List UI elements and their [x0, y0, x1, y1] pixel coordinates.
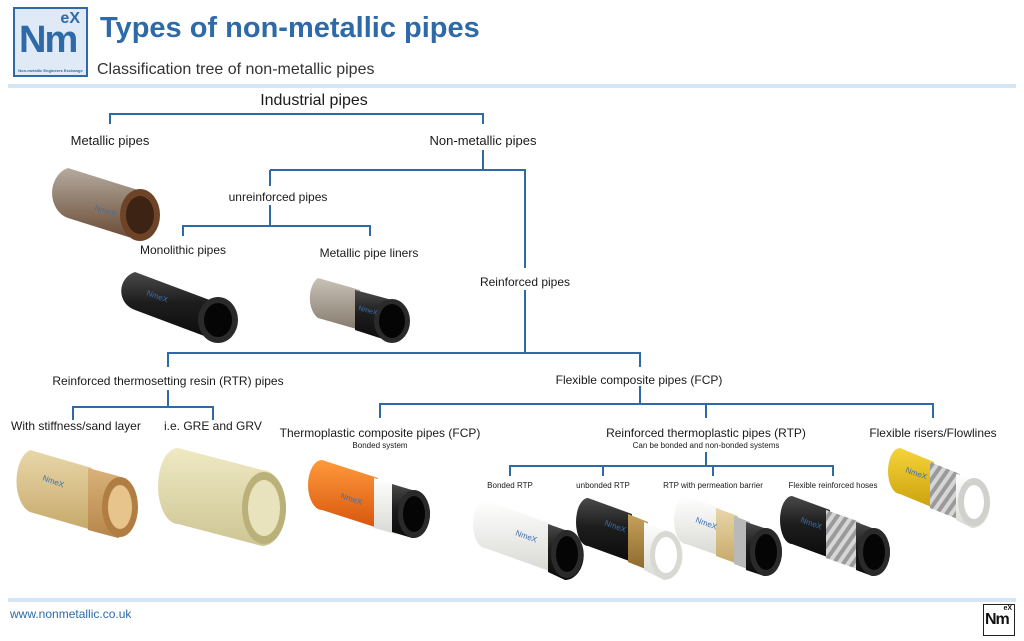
flexible-riser-image: NmeX [888, 448, 990, 528]
logo: eX Nm Non-metallic Engineers Exchange [13, 7, 88, 77]
rtr-sand-pipe-image: NmeX [16, 450, 138, 538]
node-reinforced-thermoplastic-pipes: Reinforced thermoplastic pipes (RTP) [606, 426, 806, 440]
pipe-liner-image: NmeX [309, 278, 410, 343]
node-metallic-pipe-liners: Metallic pipe liners [319, 246, 419, 260]
node-unbonded-rtp: unbonded RTP [576, 481, 630, 490]
node-flexible-risers: Flexible risers/Flowlines [869, 426, 997, 440]
node-monolithic-pipes: Monolithic pipes [139, 243, 227, 257]
node-unreinforced-pipes: unreinforced pipes [228, 190, 328, 204]
node-flexible-composite-pipes: Flexible composite pipes (FCP) [555, 373, 723, 387]
pipe-watermark: NmeX [357, 305, 378, 317]
tcp-pipe-image: NmeX [308, 460, 430, 538]
node-rtp-note: Can be bonded and non-bonded systems [632, 441, 780, 450]
node-rtp-permeation-barrier: RTP with permeation barrier [663, 481, 763, 490]
monolithic-pipe-image: NmeX [121, 272, 238, 343]
footer-divider [8, 598, 1016, 602]
footer-logo-text: Nm [985, 611, 1010, 628]
metallic-pipe-image: NmeX [52, 168, 160, 241]
footer-logo-superscript: eX [1003, 605, 1012, 612]
footer-link[interactable]: www.nonmetallic.co.uk [10, 607, 132, 621]
logo-tagline: Non-metallic Engineers Exchange [18, 68, 83, 73]
node-reinforced-pipes: Reinforced pipes [479, 275, 571, 289]
node-metallic-pipes: Metallic pipes [70, 133, 150, 148]
node-gre-grv: i.e. GRE and GRV [164, 419, 262, 433]
page-subtitle: Classification tree of non-metallic pipe… [97, 61, 375, 78]
node-rtr-pipes: Reinforced thermosetting resin (RTR) pip… [52, 374, 284, 388]
node-non-metallic-pipes: Non-metallic pipes [429, 133, 537, 148]
node-bonded-rtp: Bonded RTP [487, 481, 533, 490]
gre-pipe-image [158, 448, 286, 546]
node-tcp-note: Bonded system [352, 441, 408, 450]
tree-connectors [72, 113, 934, 476]
node-thermoplastic-composite-pipes: Thermoplastic composite pipes (FCP) [279, 426, 481, 440]
bonded-rtp-image: NmeX [473, 500, 584, 580]
logo-text: Nm [19, 19, 78, 61]
rtp-barrier-image: NmeX [674, 496, 782, 576]
node-industrial-pipes: Industrial pipes [260, 92, 368, 109]
footer-logo: eX Nm [983, 604, 1015, 636]
logo-superscript: eX [60, 10, 80, 27]
unbonded-rtp-image: NmeX [576, 498, 683, 580]
page-title: Types of non-metallic pipes [100, 12, 480, 44]
header-divider [8, 84, 1016, 88]
flexible-hose-image: NmeX [780, 496, 890, 576]
node-stiffness-sand-layer: With stiffness/sand layer [11, 419, 141, 433]
node-flexible-reinforced-hoses: Flexible reinforced hoses [788, 481, 878, 490]
